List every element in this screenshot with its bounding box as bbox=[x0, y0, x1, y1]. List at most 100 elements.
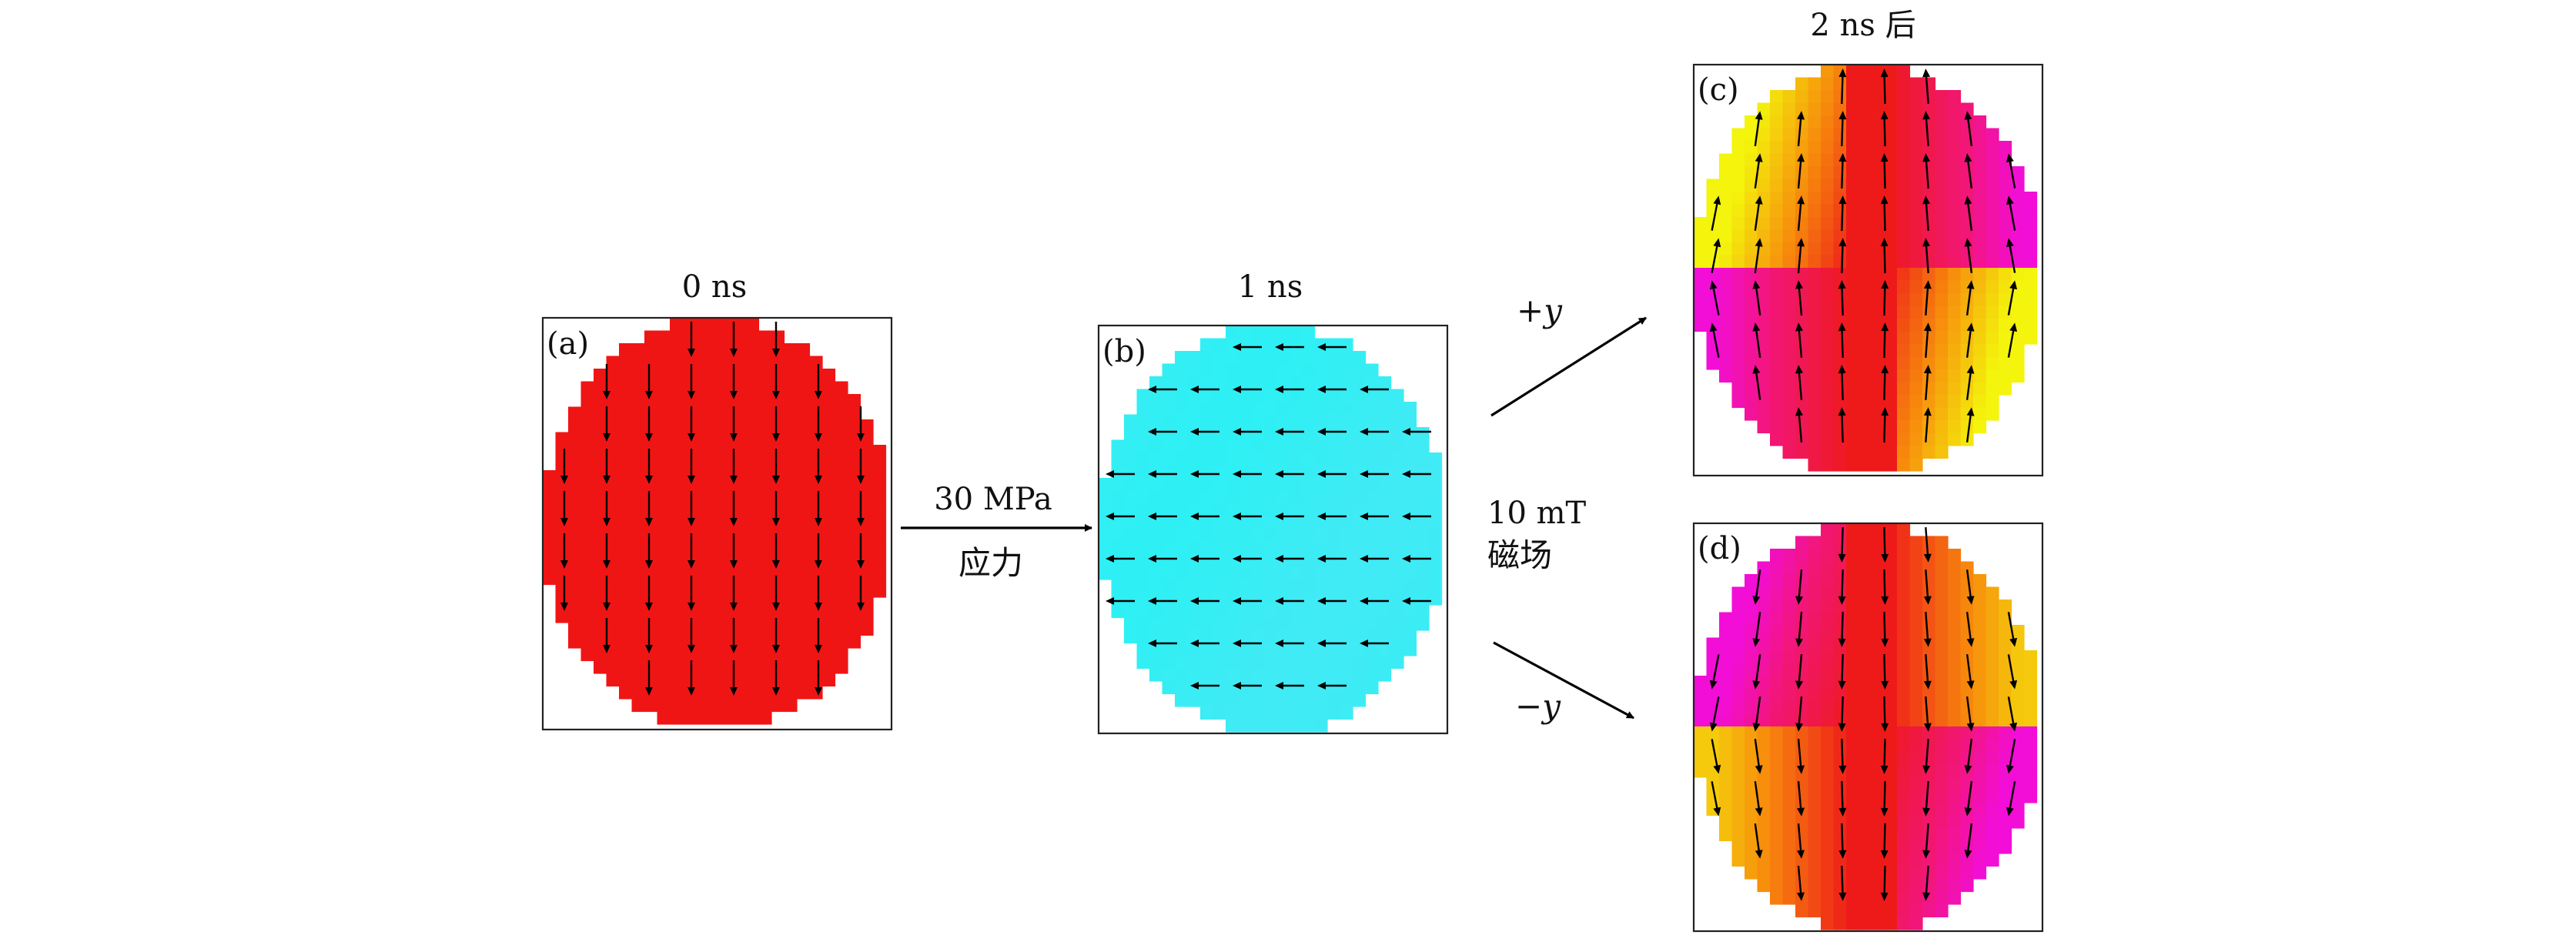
disk-cell bbox=[1872, 891, 1885, 905]
disk-cell bbox=[1897, 280, 1911, 294]
disk-cell bbox=[1770, 586, 1784, 600]
disk-cell bbox=[746, 660, 760, 674]
magnetization-arrow-head bbox=[1795, 638, 1803, 647]
disk-cell bbox=[1948, 891, 1962, 905]
disk-cell bbox=[1136, 554, 1150, 568]
disk-cell bbox=[1340, 490, 1353, 504]
disk-cell bbox=[708, 673, 721, 687]
disk-cell bbox=[1948, 306, 1962, 319]
disk-cell bbox=[721, 660, 734, 674]
disk-cell bbox=[758, 369, 772, 382]
disk-cell bbox=[746, 496, 760, 509]
disk-cell bbox=[1884, 739, 1898, 753]
disk-cell bbox=[1872, 166, 1885, 180]
disk-cell bbox=[1960, 688, 1974, 702]
disk-cell bbox=[771, 419, 785, 433]
disk-cell bbox=[1302, 719, 1316, 733]
disk-cell bbox=[1782, 803, 1796, 816]
disk-cell bbox=[1782, 331, 1796, 345]
disk-cell bbox=[822, 648, 836, 662]
disk-cell bbox=[1897, 268, 1911, 282]
disk-cell bbox=[1302, 566, 1316, 580]
disk-cell bbox=[1935, 141, 1949, 155]
disk-cell bbox=[1935, 777, 1949, 791]
disk-cell bbox=[619, 521, 633, 535]
disk-cell bbox=[1251, 516, 1265, 529]
disk-cell bbox=[1136, 478, 1150, 492]
magnetization-arrow-head bbox=[1922, 153, 1931, 162]
disk-cell bbox=[1327, 541, 1341, 555]
disk-cell bbox=[1757, 293, 1771, 307]
disk-cell bbox=[1808, 625, 1822, 639]
magnetization-arrow-head bbox=[1233, 639, 1241, 647]
disk-cell bbox=[1999, 255, 2012, 269]
disk-cell bbox=[797, 470, 811, 484]
disk-cell bbox=[1136, 427, 1150, 441]
disk-cell bbox=[1745, 331, 1758, 345]
disk-cell bbox=[1795, 344, 1809, 358]
magnetization-arrow-head bbox=[1838, 111, 1847, 120]
disk-cell bbox=[1745, 192, 1758, 205]
disk-cell bbox=[1795, 331, 1809, 345]
disk-cell bbox=[1846, 192, 1860, 205]
disk-cell bbox=[1973, 803, 1987, 816]
disk-cell bbox=[1289, 503, 1303, 517]
disk-cell bbox=[1719, 663, 1733, 676]
disk-cell bbox=[1846, 599, 1860, 613]
disk-cell bbox=[1821, 650, 1835, 664]
magnetization-arrow-head bbox=[2009, 637, 2018, 647]
disk-cell bbox=[1858, 790, 1872, 803]
disk-cell bbox=[1276, 402, 1290, 416]
disk-cell bbox=[1986, 141, 1999, 155]
disk-cell bbox=[1948, 90, 1962, 104]
disk-cell bbox=[1200, 478, 1214, 492]
disk-cell bbox=[1821, 891, 1835, 905]
magnetization-arrow-head bbox=[2009, 680, 2018, 690]
disk-cell bbox=[1922, 395, 1936, 409]
disk-cell bbox=[619, 445, 633, 459]
disk-cell bbox=[1872, 701, 1885, 715]
disk-cell bbox=[670, 686, 684, 700]
disk-cell bbox=[1770, 777, 1784, 791]
disk-cell bbox=[1187, 452, 1201, 466]
disk-cell bbox=[1289, 566, 1303, 580]
disk-cell bbox=[1175, 363, 1189, 377]
disk-cell bbox=[797, 356, 811, 369]
disk-cell bbox=[1948, 369, 1962, 383]
disk-cell bbox=[1960, 166, 1974, 180]
disk-cell bbox=[1213, 516, 1226, 529]
magnetization-arrow-head bbox=[730, 476, 738, 484]
disk-cell bbox=[733, 394, 747, 408]
disk-cell bbox=[619, 597, 633, 611]
disk-cell bbox=[594, 660, 607, 674]
disk-cell bbox=[1986, 853, 1999, 867]
disk-cell bbox=[1948, 866, 1962, 880]
disk-cell bbox=[1175, 554, 1189, 568]
disk-cell bbox=[695, 445, 709, 459]
disk-cell bbox=[822, 521, 836, 535]
disk-cell bbox=[1238, 630, 1252, 644]
disk-cell bbox=[1416, 503, 1430, 517]
disk-cell bbox=[1935, 561, 1949, 575]
disk-cell bbox=[1821, 90, 1835, 104]
disk-cell bbox=[1808, 255, 1822, 269]
disk-cell bbox=[1213, 465, 1226, 479]
disk-cell bbox=[1340, 516, 1353, 529]
disk-cell bbox=[1175, 681, 1189, 695]
disk-cell bbox=[1973, 726, 1987, 740]
disk-cell bbox=[1782, 879, 1796, 893]
disk-cell bbox=[1124, 516, 1138, 529]
disk-cell bbox=[1808, 77, 1822, 91]
disk-cell bbox=[1731, 612, 1745, 626]
disk-cell bbox=[758, 711, 772, 725]
disk-cell bbox=[619, 496, 633, 509]
disk-cell bbox=[1782, 752, 1796, 766]
disk-cell bbox=[580, 597, 594, 611]
disk-cell bbox=[670, 623, 684, 636]
disk-cell bbox=[1238, 478, 1252, 492]
disk-cell bbox=[1922, 599, 1936, 613]
disk-cell bbox=[1289, 592, 1303, 606]
disk-cell bbox=[1251, 605, 1265, 619]
disk-cell bbox=[555, 483, 569, 496]
disk-cell bbox=[1731, 586, 1745, 600]
